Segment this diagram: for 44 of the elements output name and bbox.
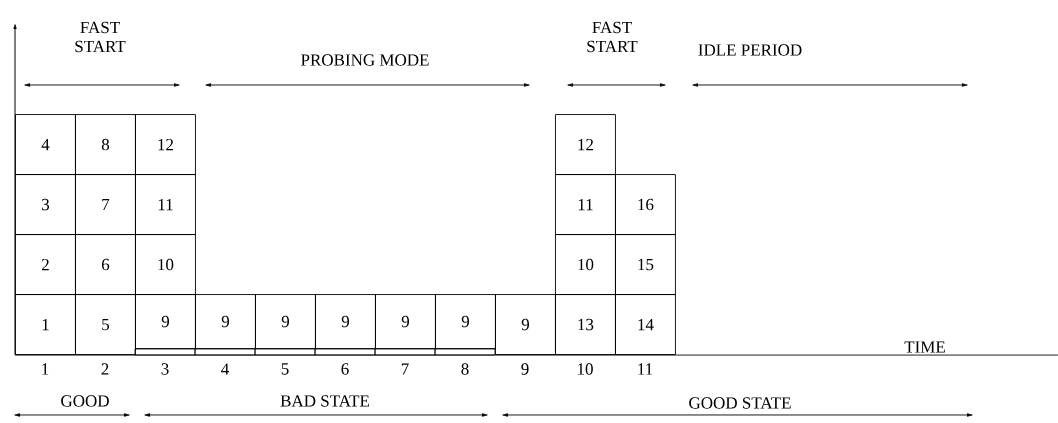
time-slot-number: 4 — [221, 363, 229, 375]
time-slot-number: 3 — [161, 363, 169, 375]
packet-cell: 9 — [495, 294, 556, 355]
packet-cell: 1 — [15, 294, 76, 355]
packet-cell: 3 — [15, 174, 76, 235]
phase-label: IDLE PERIOD — [698, 44, 802, 56]
packet-cell: 8 — [75, 114, 136, 175]
packet-cell: 2 — [15, 234, 76, 295]
time-slot-number: 9 — [521, 363, 529, 375]
packet-cell: 9 — [315, 294, 376, 349]
packet-cell: 5 — [75, 294, 136, 355]
time-slot-number: 1 — [42, 363, 49, 375]
packet-cell: 10 — [135, 234, 196, 295]
packet-cell: 13 — [555, 294, 616, 355]
phase-label: PROBING MODE — [301, 54, 429, 66]
axis-label: TIME — [904, 341, 945, 353]
state-label: GOOD STATE — [689, 397, 791, 409]
time-slot-number: 7 — [401, 363, 409, 375]
packet-cell: 9 — [135, 294, 196, 349]
packet-cell: 9 — [375, 294, 436, 349]
packet-cell: 11 — [135, 174, 196, 235]
packet-cell: 15 — [615, 234, 676, 295]
time-slot-number: 6 — [341, 363, 349, 375]
phase-label: FAST START — [587, 21, 638, 53]
time-slot-number: 10 — [578, 363, 593, 375]
packet-cell: 12 — [135, 114, 196, 175]
packet-cell: 14 — [615, 294, 676, 355]
packet-cell: 9 — [255, 294, 316, 349]
packet-cell: 11 — [555, 174, 616, 235]
packet-cell: 4 — [15, 114, 76, 175]
packet-cell: 9 — [195, 294, 256, 349]
time-slot-number: 8 — [461, 363, 469, 375]
packet-cell: 12 — [555, 114, 616, 175]
packet-cell: 6 — [75, 234, 136, 295]
time-slot-number: 5 — [281, 363, 289, 375]
state-label: BAD STATE — [280, 395, 370, 407]
time-slot-number: 2 — [101, 363, 109, 375]
phase-label: FAST START — [75, 21, 126, 53]
state-label: GOOD — [61, 395, 109, 407]
packet-cell: 9 — [435, 294, 496, 349]
packet-cell: 10 — [555, 234, 616, 295]
packet-cell: 16 — [615, 174, 676, 235]
packet-cell: 7 — [75, 174, 136, 235]
time-slot-number: 11 — [638, 363, 653, 375]
